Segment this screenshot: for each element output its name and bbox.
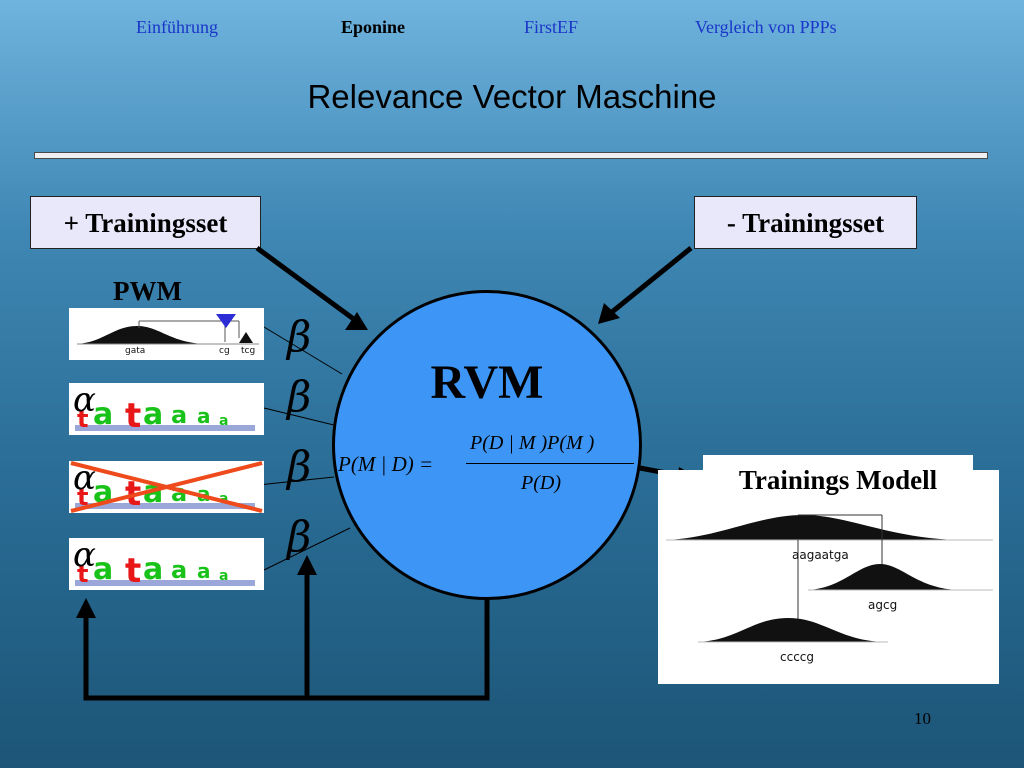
arrow-negative-head [598, 303, 620, 324]
positive-trainingsset-box: + Trainingsset [30, 196, 261, 249]
svg-text:a: a [93, 397, 113, 432]
feedback-loop-line [83, 598, 490, 701]
svg-text:a: a [197, 404, 211, 428]
slide-title: Relevance Vector Maschine [307, 78, 717, 115]
formula-numerator: P(D | M )P(M ) [470, 432, 595, 454]
rvm-label: RVM [430, 356, 544, 409]
beta-connector-2 [263, 407, 339, 427]
sequence-logo-tataaa: t a t a a a a [75, 396, 255, 435]
pwm-row1-cg-label: cg [219, 346, 230, 356]
formula-denominator: P(D) [521, 472, 561, 494]
beta-symbol-1: β [287, 312, 312, 361]
trained-model-panel [658, 470, 999, 684]
svg-text:t: t [77, 405, 88, 433]
negative-trainingsset-box: - Trainingsset [694, 196, 917, 249]
arrow-positive-line [255, 245, 357, 323]
svg-text:a: a [219, 568, 228, 584]
svg-text:a: a [197, 482, 211, 506]
title-underline [34, 152, 988, 159]
svg-text:a: a [93, 552, 113, 587]
alpha-symbol-2: α [73, 458, 96, 498]
svg-text:a: a [219, 491, 228, 507]
alpha-symbol-1: α [73, 380, 96, 420]
svg-text:a: a [197, 559, 211, 583]
beta-symbol-2: β [287, 372, 312, 421]
svg-text:a: a [143, 552, 163, 587]
motif-label-aagaatga: aagaatga [792, 548, 849, 562]
nav-einfuehrung[interactable]: Einführung [136, 17, 218, 37]
beta-symbol-3: β [287, 442, 312, 491]
feedback-arrowhead-middle [297, 555, 317, 575]
formula-lhs: P(M | D) = [338, 452, 434, 476]
sequence-logo-tataaa-rejected: t a t a a a a [70, 461, 263, 513]
svg-text:a: a [219, 413, 228, 429]
trained-model-graphic [666, 514, 993, 643]
nav-firstef[interactable]: FirstEF [524, 17, 579, 37]
trainings-modell-label: Trainings Modell [703, 455, 973, 499]
svg-text:a: a [171, 401, 187, 429]
page-number: 10 [914, 709, 931, 728]
rvm-circle [332, 290, 642, 600]
svg-text:t: t [125, 551, 141, 590]
pwm-weight-matrix-graphic [77, 314, 259, 345]
beta-connector-4 [263, 527, 351, 571]
beta-connector-3 [257, 476, 335, 486]
cross-stroke-2 [70, 461, 263, 513]
nav-eponine[interactable]: Eponine [341, 17, 406, 37]
svg-text:a: a [171, 556, 187, 584]
formula-fraction-bar [466, 463, 634, 464]
sequence-logo-tataaa-2: t a t a a a a [75, 551, 255, 590]
pwm-model-row-1: gata cg tcg [69, 308, 264, 360]
pwm-model-row-4: t a t a a a a [69, 538, 264, 590]
beta-connector-1 [263, 326, 343, 375]
svg-text:t: t [125, 396, 141, 435]
pwm-model-row-2: t a t a a a a [69, 383, 264, 435]
arrow-positive-head [345, 312, 368, 330]
svg-text:t: t [77, 560, 88, 588]
beta-symbol-4: β [287, 512, 312, 561]
alpha-symbol-3: α [73, 535, 96, 575]
pwm-row1-gata-label: gata [125, 346, 146, 356]
svg-text:t: t [77, 483, 88, 511]
nav-vergleich-von-ppps[interactable]: Vergleich von PPPs [695, 17, 837, 37]
feedback-arrowhead-left [76, 598, 96, 618]
arrow-negative-line [610, 246, 693, 314]
svg-text:a: a [143, 397, 163, 432]
pwm-row1-tcg-label: tcg [241, 346, 256, 356]
motif-label-agcg: agcg [868, 598, 898, 612]
pwm-model-row-3-crossed-out: t a t a a a a [69, 461, 264, 513]
motif-label-ccccg: ccccg [780, 650, 815, 664]
pwm-label: PWM [113, 276, 182, 306]
